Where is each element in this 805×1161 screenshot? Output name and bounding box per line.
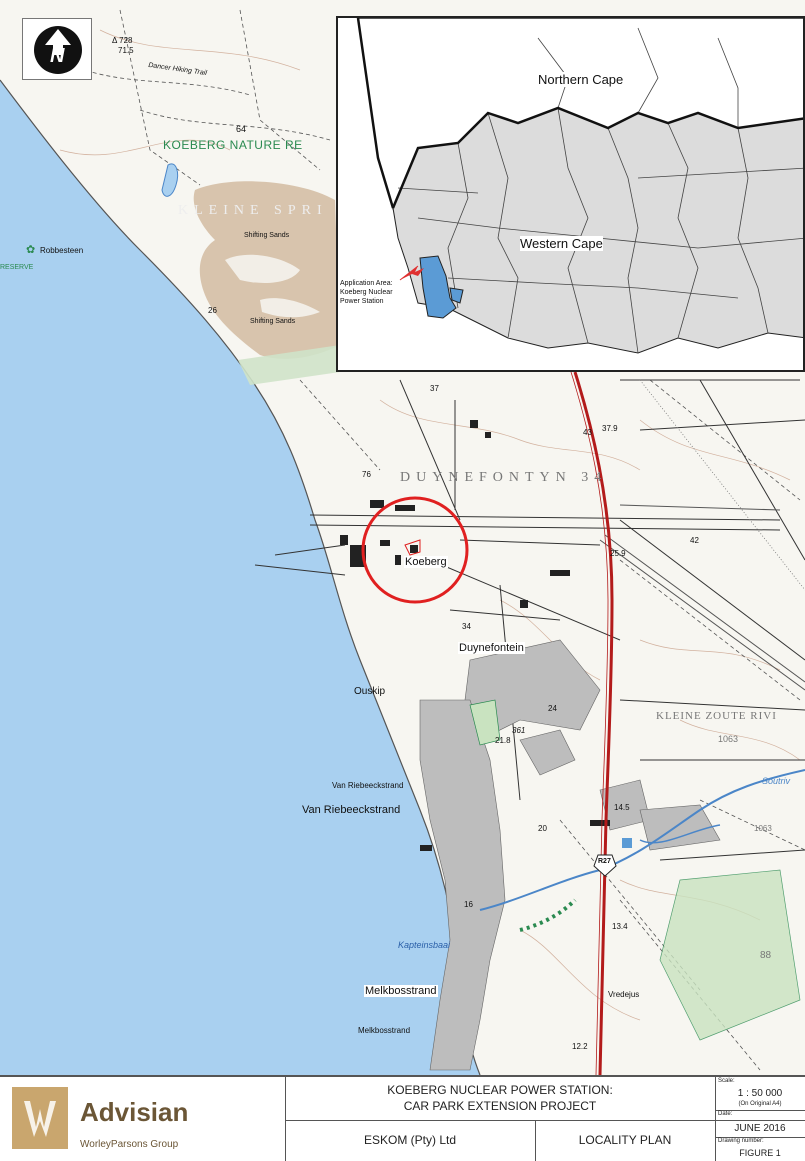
date-label: Date: bbox=[718, 1111, 733, 1117]
label-spot-64: 64 bbox=[236, 124, 247, 134]
label-koeberg: Koeberg bbox=[404, 556, 448, 568]
label-spot-361: 361 bbox=[512, 726, 526, 735]
inset-label-application-2: Koeberg Nuclear bbox=[340, 289, 393, 296]
company-name: Advisian bbox=[80, 1097, 189, 1127]
title-block: Advisian WorleyParsons Group KOEBERG NUC… bbox=[0, 1075, 805, 1161]
label-melkbosstrand-2: Melkbosstrand bbox=[358, 1026, 411, 1035]
project-line-1: KOEBERG NUCLEAR POWER STATION: bbox=[387, 1083, 613, 1097]
scale-note: (On Original A4) bbox=[738, 1101, 782, 1107]
inset-map: Northern Cape Western Cape Application A… bbox=[336, 16, 805, 372]
client-name: ESKOM (Pty) Ltd bbox=[363, 1133, 457, 1147]
label-spot-1063: 1063 bbox=[718, 734, 739, 744]
label-spot-25-9: 25.9 bbox=[610, 549, 626, 558]
label-duynefontyn: DUYNEFONTYN 34 bbox=[400, 470, 608, 485]
label-vredejus: Vredejus bbox=[608, 990, 640, 999]
label-kleine-spri: KLEINE SPRI bbox=[178, 203, 328, 218]
label-route-r27: R27 bbox=[598, 858, 611, 865]
inset-label-application-3: Power Station bbox=[340, 298, 384, 305]
label-spot-71: 71.5 bbox=[118, 46, 134, 55]
label-van-riebeeck-small: Van Riebeeckstrand bbox=[332, 781, 404, 790]
r27-road bbox=[573, 371, 614, 1075]
scale-value: 1 : 50 000 bbox=[737, 1088, 783, 1099]
label-spot-42: 42 bbox=[690, 536, 699, 545]
label-spot-13-4: 13.4 bbox=[612, 922, 628, 931]
label-spot-1063b: 1063 bbox=[754, 824, 772, 833]
project-cell bbox=[285, 1077, 715, 1161]
label-trig: Δ 728 bbox=[112, 36, 133, 45]
project-line-2: CAR PARK EXTENSION PROJECT bbox=[403, 1099, 597, 1113]
north-arrow: N bbox=[22, 18, 92, 80]
label-spot-37: 37 bbox=[430, 384, 439, 393]
application-arrow bbox=[400, 266, 424, 280]
label-shifting-sands-1: Shifting Sands bbox=[244, 232, 290, 239]
label-spot-26: 26 bbox=[208, 306, 217, 315]
label-robbesteen: Robbesteen bbox=[40, 246, 84, 255]
label-spot-20: 20 bbox=[538, 824, 547, 833]
label-spot-76: 76 bbox=[362, 470, 371, 479]
label-ouskip: Ouskip bbox=[354, 686, 386, 697]
inset-map-canvas bbox=[356, 18, 803, 354]
label-spot-21-8: 21.8 bbox=[495, 736, 511, 745]
label-spot-16: 16 bbox=[464, 900, 473, 909]
label-kleine-zoute: KLEINE ZOUTE RIVI bbox=[656, 710, 777, 722]
label-spot-24: 24 bbox=[548, 704, 557, 713]
date-value: JUNE 2016 bbox=[734, 1123, 786, 1134]
application-area bbox=[419, 255, 457, 319]
koeberg-locator-circle bbox=[361, 496, 469, 604]
robbesteen-icon: ✿ bbox=[26, 244, 36, 256]
label-spot-37-9: 37.9 bbox=[602, 424, 618, 433]
soutriv-river bbox=[479, 769, 805, 911]
client-divider bbox=[535, 1120, 536, 1161]
label-spot-12-2: 12.2 bbox=[572, 1042, 588, 1051]
inset-label-northern-cape: Northern Cape bbox=[538, 72, 624, 87]
label-spot-43: 43 bbox=[583, 428, 592, 437]
drawing-number: FIGURE 1 bbox=[739, 1148, 781, 1158]
north-arrow-icon bbox=[34, 26, 82, 74]
label-soutriv: Soutriv bbox=[762, 776, 791, 786]
inset-label-application-1: Application Area: bbox=[340, 280, 393, 287]
company-subsidiary: WorleyParsons Group bbox=[80, 1139, 179, 1150]
scale-label: Scale: bbox=[718, 1078, 735, 1084]
topographic-map: Δ 728 71.5 Dancer Hiking Trail 64 KOEBER… bbox=[0, 0, 805, 1075]
label-kapteinsbaai: Kapteinsbaai bbox=[398, 940, 451, 950]
label-shifting-sands-2: Shifting Sands bbox=[250, 318, 296, 325]
inset-label-western-cape: Western Cape bbox=[520, 236, 603, 251]
advisian-logo bbox=[12, 1087, 68, 1149]
drawing-number-label: Drawing number: bbox=[718, 1138, 764, 1144]
label-melkbosstrand: Melkbosstrand bbox=[364, 985, 438, 997]
label-reserve: RESERVE bbox=[0, 264, 34, 271]
label-spot-14-5: 14.5 bbox=[614, 803, 630, 812]
route-shield bbox=[593, 854, 617, 877]
melkbosstrand-town bbox=[419, 699, 506, 1071]
label-spot-88: 88 bbox=[760, 950, 772, 961]
label-nature-reserve: KOEBERG NATURE RE bbox=[163, 138, 303, 152]
label-van-riebeeck: Van Riebeeckstrand bbox=[302, 804, 401, 816]
advisian-logo-icon bbox=[12, 1087, 68, 1149]
north-letter: N bbox=[50, 45, 65, 67]
info-cell bbox=[715, 1077, 805, 1161]
drawing-title: LOCALITY PLAN bbox=[578, 1133, 672, 1147]
label-spot-34: 34 bbox=[462, 622, 471, 631]
label-duynefontein: Duynefontein bbox=[458, 642, 525, 654]
sea-area bbox=[0, 80, 480, 1075]
